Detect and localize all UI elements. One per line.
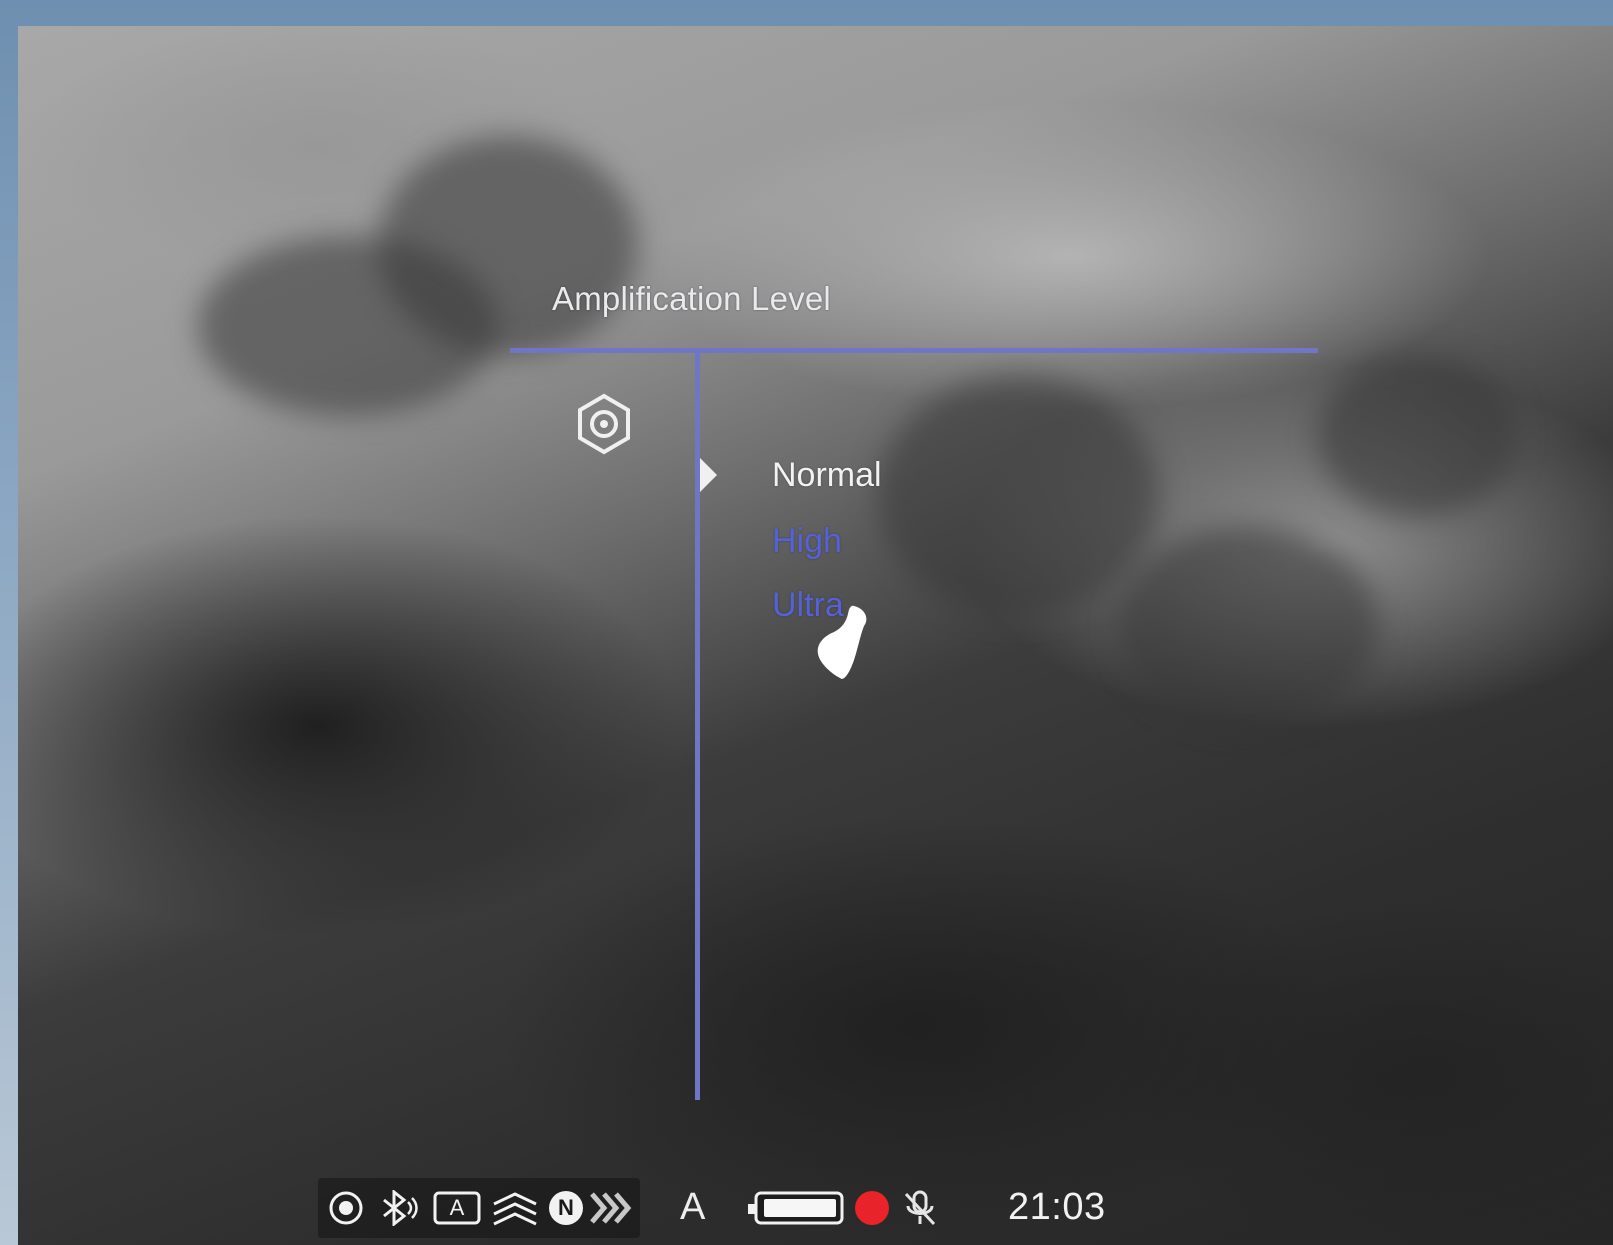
menu-divider-vertical	[695, 348, 700, 1100]
battery-icon	[748, 1191, 844, 1225]
mode-indicator: A	[680, 1186, 706, 1228]
scene-texture	[878, 376, 1158, 616]
option-ultra[interactable]: Ultra	[772, 586, 844, 624]
menu-title: Amplification Level	[552, 280, 831, 317]
scene-texture	[1318, 356, 1518, 516]
microphone-muted-icon	[904, 1190, 936, 1226]
wifi-stream-icon	[493, 1192, 537, 1226]
signal-chevrons-icon	[590, 1192, 632, 1224]
selection-arrow-icon	[700, 458, 717, 492]
heat-signature	[817, 605, 867, 679]
bluetooth-icon	[383, 1190, 418, 1226]
thermal-viewfinder: Amplification Level Normal High Ultra	[18, 26, 1613, 1245]
menu-divider-horizontal	[510, 348, 1318, 353]
record-mode-icon	[329, 1191, 363, 1225]
recording-dot-icon	[855, 1191, 889, 1225]
option-normal[interactable]: Normal	[772, 456, 882, 494]
scene-texture	[1118, 526, 1378, 726]
auto-calibration-letter: A	[449, 1195, 465, 1220]
noise-reduction-letter: N	[558, 1195, 574, 1220]
noise-reduction-icon: N	[546, 1190, 586, 1226]
gear-icon	[578, 393, 630, 455]
scene-texture	[198, 236, 498, 416]
option-high[interactable]: High	[772, 522, 842, 560]
clock: 21:03	[1008, 1186, 1106, 1228]
status-bar: A N A	[318, 1178, 1118, 1238]
auto-calibration-icon: A	[432, 1190, 482, 1226]
